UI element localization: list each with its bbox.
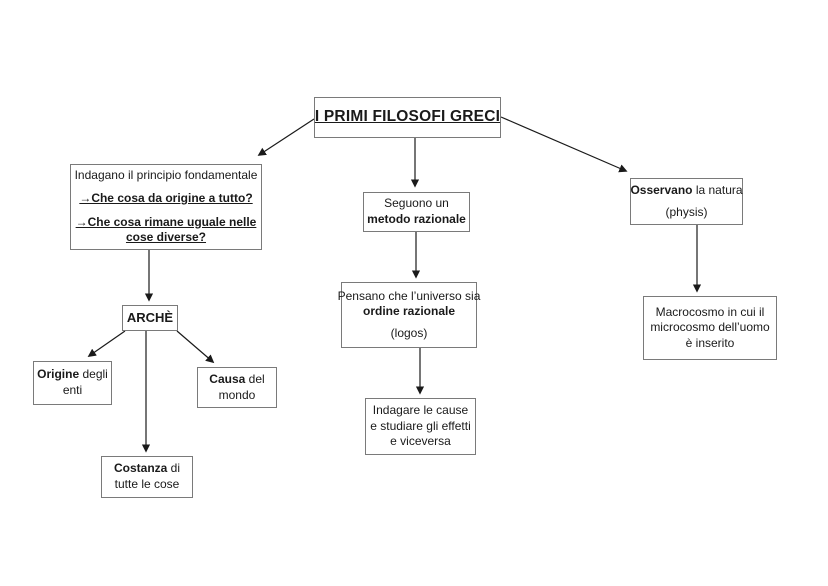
arche-label: ARCHÈ <box>126 309 174 325</box>
seguono-line-2: metodo razionale <box>367 212 466 228</box>
costanza-rest-text: di tutte le cose <box>114 461 181 491</box>
node-pensano-ordine: Pensano che l’universo sia ordine razion… <box>338 282 480 348</box>
node-indagare-cause: Indagare le cause e studiare gli effetti… <box>365 398 476 455</box>
causa-text: Causa del mondo <box>201 372 273 403</box>
origine-bold-text: Origine <box>37 367 80 382</box>
arrow-title-to-osservano <box>500 116 628 173</box>
node-causa-mondo: Causa del mondo <box>197 367 277 408</box>
pensano-line-2: ordine razionale <box>363 304 455 320</box>
pensano-bold-text: ordine razionale <box>362 304 456 319</box>
arrow-title-to-indagano <box>257 118 315 156</box>
osservano-physis-text: (physis) <box>665 204 708 219</box>
node-arche: ARCHÈ <box>122 305 178 331</box>
node-macrocosmo: Macrocosmo in cui il microcosmo dell’uom… <box>643 296 777 360</box>
costanza-text: Costanza di tutte le cose <box>105 461 189 492</box>
node-seguono-metodo: Seguono un metodo razionale <box>363 192 470 232</box>
seguono-line-1: Seguono un <box>384 196 449 211</box>
macrocosmo-text: Macrocosmo in cui il microcosmo dell’uom… <box>650 304 770 350</box>
indagare-text: Indagare le cause e studiare gli effetti… <box>370 403 471 449</box>
pensano-line-1: Pensano che l’universo sia <box>337 288 481 303</box>
origine-rest-text: degli enti <box>62 367 108 397</box>
node-costanza-cose: Costanza di tutte le cose <box>101 456 193 498</box>
osservano-line-1: Osservano la natura <box>630 183 742 199</box>
costanza-bold-text: Costanza <box>113 461 168 476</box>
node-indagano-principio: Indagano il principio fondamentale →Che … <box>70 164 262 250</box>
node-origine-enti: Origine degli enti <box>33 361 112 405</box>
diagram-title-text: I PRIMI FILOSOFI GRECI <box>314 108 501 126</box>
indagano-question-1: →Che cosa da origine a tutto? <box>79 190 253 205</box>
origine-text: Origine degli enti <box>37 367 108 398</box>
pensano-logos-text: (logos) <box>390 325 428 340</box>
causa-rest-text: del mondo <box>218 371 265 402</box>
osservano-rest-text: la natura <box>692 182 743 197</box>
indagano-intro-text: Indagano il principio fondamentale <box>74 168 258 183</box>
osservano-bold-text: Osservano <box>630 182 693 197</box>
node-osservano-natura: Osservano la natura (physis) <box>630 178 743 225</box>
node-primi-filosofi-greci: I PRIMI FILOSOFI GRECI <box>314 97 501 138</box>
arrow-arche-to-origine <box>87 330 126 357</box>
indagano-question-2: →Che cosa rimane uguale nelle cose diver… <box>75 214 257 245</box>
causa-bold-text: Causa <box>209 371 246 386</box>
arrow-arche-to-causa <box>176 330 215 364</box>
seguono-bold-text: metodo razionale <box>367 212 466 226</box>
